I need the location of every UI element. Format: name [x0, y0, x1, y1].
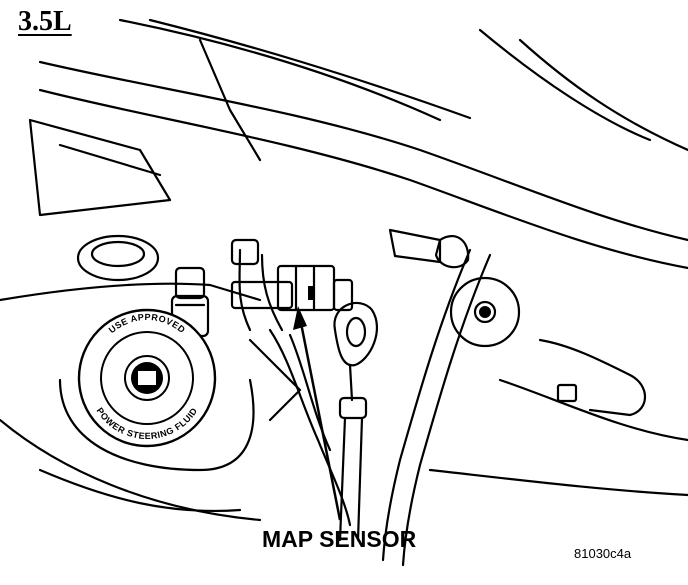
- vacuum-hose: [238, 248, 252, 332]
- dipstick-shaft: [348, 363, 354, 402]
- engine-label: 3.5L: [18, 6, 72, 37]
- fender-panel: [28, 118, 172, 217]
- dipstick-collar: [338, 396, 368, 420]
- upper-hose-inner: [38, 88, 688, 270]
- bracket-right: [478, 28, 652, 142]
- figure-number: 81030c4a: [574, 546, 632, 561]
- wire-harness: [268, 328, 352, 527]
- rubber-plug: [76, 234, 160, 282]
- callout-leader: [298, 317, 342, 521]
- bracket-under: [248, 338, 302, 422]
- bracket-top: [198, 38, 262, 162]
- power-steering-cap: USE APPROVED POWER STEERING FLUID: [77, 308, 217, 448]
- oil-cap-inner: [473, 300, 497, 324]
- reservoir-body: [58, 378, 255, 472]
- oil-cap-hex: [479, 306, 491, 318]
- long-tube-2: [401, 253, 492, 567]
- top-hose-b: [148, 18, 472, 120]
- map-sensor-label: MAP SENSOR: [262, 526, 417, 552]
- sensor-plug: [332, 278, 354, 312]
- fender-panel-edge: [58, 143, 162, 177]
- dipstick-hole: [345, 316, 367, 348]
- right-panel-2: [428, 468, 688, 497]
- ground-strap: [538, 338, 646, 417]
- rubber-plug-inner: [90, 240, 146, 268]
- long-tube: [381, 248, 472, 562]
- connector-right: [388, 228, 442, 264]
- bolt: [556, 383, 578, 403]
- sensor-connector: [276, 264, 336, 312]
- lower-panel: [0, 418, 262, 522]
- vacuum-hose-2: [260, 253, 284, 332]
- shock-tower: [0, 282, 262, 302]
- oil-cap-outer: [449, 276, 521, 348]
- bracket-right-2: [518, 38, 688, 152]
- lower-panel-2: [38, 468, 242, 513]
- upper-hose-outer: [38, 60, 688, 242]
- dipstick-tube: [338, 416, 364, 542]
- top-hose-a: [118, 18, 442, 122]
- right-panel: [498, 378, 688, 442]
- callout-arrowhead: [293, 306, 307, 330]
- sensor-mount: [230, 280, 294, 310]
- dipstick-loop: [333, 301, 378, 367]
- fitting-body: [174, 266, 206, 300]
- sensor-terminal: [308, 286, 314, 300]
- vacuum-port: [230, 238, 260, 266]
